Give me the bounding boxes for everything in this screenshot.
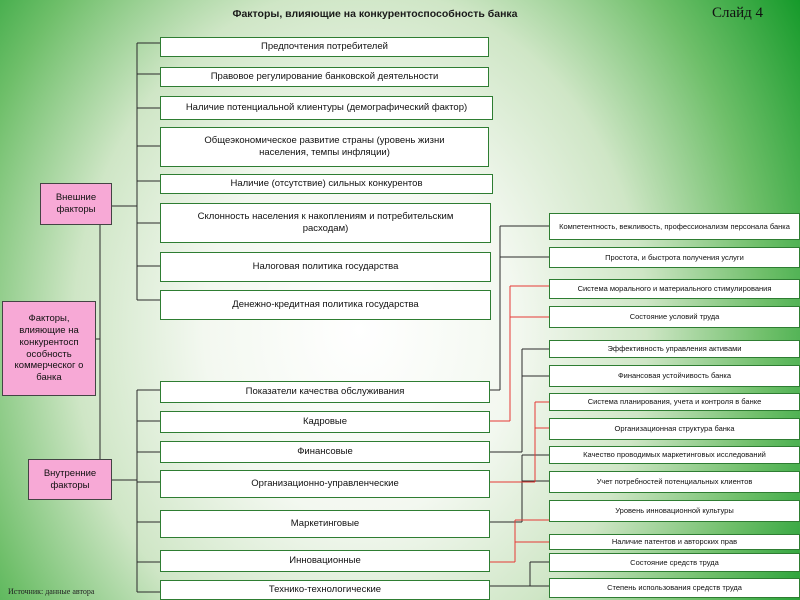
detail-item: Наличие патентов и авторских прав — [549, 534, 800, 550]
internal-factor-item: Финансовые — [160, 441, 490, 463]
detail-item: Степень использования средств труда — [549, 578, 800, 598]
detail-item: Система морального и материального стиму… — [549, 279, 800, 299]
detail-item: Система планирования, учета и контроля в… — [549, 393, 800, 411]
detail-item: Качество проводимых маркетинговых исслед… — [549, 446, 800, 464]
detail-item: Учет потребностей потенциальных клиентов — [549, 471, 800, 493]
detail-item: Организационная структура банка — [549, 418, 800, 440]
external-factor-item: Наличие (отсутствие) сильных конкурентов — [160, 174, 493, 194]
internal-factor-item: Маркетинговые — [160, 510, 490, 538]
external-factor-item: Правовое регулирование банковской деятел… — [160, 67, 489, 87]
detail-item: Состояние условий труда — [549, 306, 800, 328]
external-factors-node: Внешние факторы — [40, 183, 112, 225]
external-factor-item: Денежно-кредитная политика государства — [160, 290, 491, 320]
detail-item: Эффективность управления активами — [549, 340, 800, 358]
source-note: Источник: данные автора — [8, 587, 95, 596]
internal-factor-item: Инновационные — [160, 550, 490, 572]
detail-item: Финансовая устойчивость банка — [549, 365, 800, 387]
internal-factor-item: Организационно-управленческие — [160, 470, 490, 498]
external-factor-item: Наличие потенциальной клиентуры (демогра… — [160, 96, 493, 120]
external-factor-item: Склонность населения к накоплениям и пот… — [160, 203, 491, 243]
internal-factor-item: Кадровые — [160, 411, 490, 433]
detail-item: Простота, и быстрота получения услуги — [549, 247, 800, 268]
external-factor-item: Предпочтения потребителей — [160, 37, 489, 57]
root-node: Факторы, влияющие на конкурентосп особно… — [2, 301, 96, 396]
internal-factor-item: Технико-технологические — [160, 580, 490, 600]
external-factor-item: Налоговая политика государства — [160, 252, 491, 282]
detail-item: Компетентность, вежливость, профессионал… — [549, 213, 800, 240]
detail-item: Уровень инновационной культуры — [549, 500, 800, 522]
slide-number: Слайд 4 — [712, 5, 764, 21]
page-title: Факторы, влияющие на конкурентоспособнос… — [232, 8, 518, 20]
external-factor-item: Общеэкономическое развитие страны (урове… — [160, 127, 489, 167]
detail-item: Состояние средств труда — [549, 553, 800, 572]
internal-factor-item: Показатели качества обслуживания — [160, 381, 490, 403]
internal-factors-node: Внутренние факторы — [28, 459, 112, 500]
